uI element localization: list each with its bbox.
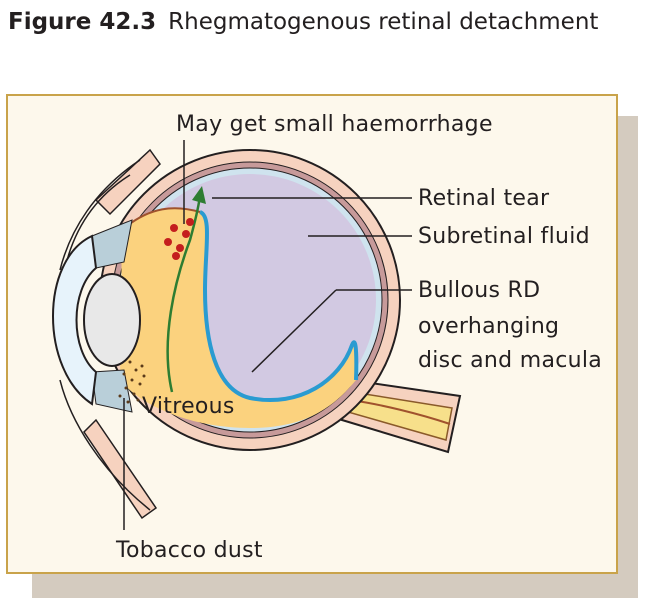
blood-drops <box>164 218 194 260</box>
vitreous-body <box>120 208 357 428</box>
figure-caption: Figure 42.3 Rhegmatogenous retinal detach… <box>8 6 628 39</box>
detached-retina <box>198 210 359 402</box>
eye-muscles <box>83 148 161 520</box>
label-tobacco-dust: Tobacco dust <box>116 538 263 563</box>
label-subretinal-fluid: Subretinal fluid <box>418 224 590 249</box>
tobacco-dust <box>118 360 146 404</box>
figure-number: Figure 42.3 <box>8 9 157 35</box>
ciliary-body <box>91 219 133 413</box>
label-haemorrhage: May get small haemorrhage <box>176 112 493 137</box>
optic-nerve <box>340 378 462 454</box>
label-retinal-tear: Retinal tear <box>418 186 550 211</box>
lens <box>83 273 141 367</box>
cornea <box>52 234 98 406</box>
vitreous-fibre <box>166 195 202 393</box>
tear-arrow-head <box>192 186 206 204</box>
label-bullous-rd-3: disc and macula <box>418 348 603 373</box>
label-bullous-rd-2: overhanging <box>418 314 560 339</box>
leader-lines <box>123 140 412 530</box>
label-bullous-rd-1: Bullous RD <box>418 278 541 303</box>
label-vitreous: Vitreous <box>142 394 235 419</box>
figure-title: Rhegmatogenous retinal detachment <box>168 9 599 35</box>
